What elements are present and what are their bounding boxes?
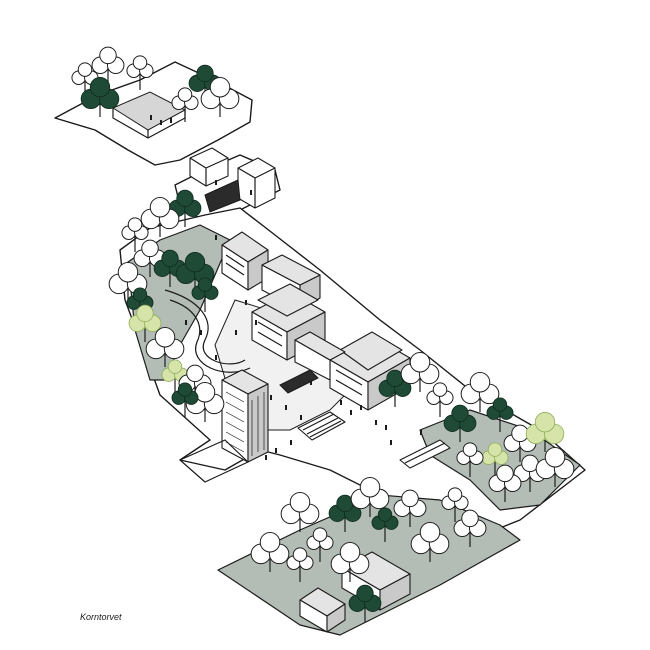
curved-walkway xyxy=(164,289,246,365)
person-figure xyxy=(255,320,257,325)
tree xyxy=(168,189,202,227)
person-figure xyxy=(215,355,217,360)
tree xyxy=(126,55,154,90)
tree xyxy=(171,382,199,417)
people-layer xyxy=(150,115,422,460)
tree xyxy=(128,304,162,342)
tree xyxy=(348,584,382,622)
tree xyxy=(191,277,219,312)
person-figure xyxy=(360,405,362,410)
tree xyxy=(306,527,334,562)
person-figure xyxy=(185,320,187,325)
person-figure xyxy=(340,400,342,405)
tree xyxy=(121,217,149,252)
person-figure xyxy=(420,430,422,435)
tree xyxy=(185,381,225,422)
person-figure xyxy=(160,120,162,125)
gatehouse-buildings xyxy=(189,147,276,213)
person-figure xyxy=(265,455,267,460)
tree xyxy=(286,547,314,582)
plaza-steps xyxy=(279,369,346,441)
tree xyxy=(525,412,565,452)
person-figure xyxy=(270,395,272,400)
tree xyxy=(378,369,412,407)
person-figure xyxy=(290,440,292,445)
tree xyxy=(328,494,362,532)
tree xyxy=(371,507,399,542)
tree xyxy=(488,464,522,502)
person-figure xyxy=(390,440,392,445)
person-figure xyxy=(385,425,387,430)
tree xyxy=(410,521,450,562)
tree xyxy=(133,239,167,277)
tree xyxy=(145,326,185,367)
person-figure xyxy=(310,380,312,385)
tree xyxy=(441,487,469,522)
tree xyxy=(453,509,487,547)
tree xyxy=(161,359,189,394)
person-figure xyxy=(250,190,252,195)
lower-house-1 xyxy=(299,587,346,633)
person-figure xyxy=(245,300,247,305)
tree xyxy=(80,77,120,117)
tree xyxy=(426,382,454,417)
person-figure xyxy=(150,115,152,120)
tree xyxy=(280,491,320,532)
tree xyxy=(171,87,199,122)
residential-tower xyxy=(179,369,269,483)
tree xyxy=(460,371,500,412)
person-figure xyxy=(285,405,287,410)
tree-layer xyxy=(71,46,575,622)
person-figure xyxy=(375,420,377,425)
tree xyxy=(250,531,290,572)
tree xyxy=(200,76,240,117)
lower-ramp xyxy=(399,439,451,469)
tree xyxy=(486,397,514,432)
tree xyxy=(140,196,180,237)
curved-walkway-edge xyxy=(169,299,251,373)
tree xyxy=(400,351,440,392)
person-figure xyxy=(300,415,302,420)
person-figure xyxy=(235,330,237,335)
person-figure xyxy=(215,235,217,240)
tree xyxy=(456,442,484,477)
tree xyxy=(393,489,427,527)
tree xyxy=(108,261,148,302)
person-figure xyxy=(350,410,352,415)
person-figure xyxy=(275,448,277,453)
tree xyxy=(535,446,575,487)
person-figure xyxy=(200,330,202,335)
tree xyxy=(350,476,390,517)
tree xyxy=(126,287,154,322)
person-figure xyxy=(170,118,172,123)
tree xyxy=(330,541,370,582)
tree xyxy=(443,404,477,442)
connector-block xyxy=(294,331,346,381)
tree xyxy=(91,46,125,84)
drawing-caption: Korntorvet xyxy=(80,612,122,622)
person-figure xyxy=(215,180,217,185)
